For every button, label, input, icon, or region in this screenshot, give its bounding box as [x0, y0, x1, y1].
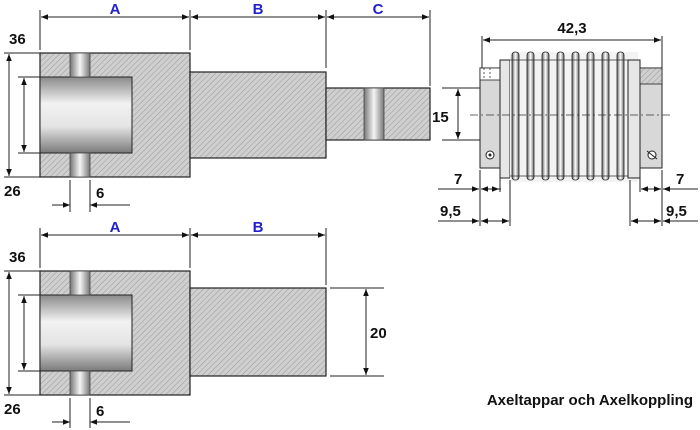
coupling-dim-length: 42,3	[557, 20, 586, 37]
coupling-bellows	[510, 51, 638, 182]
bottom-dim-tip: 20	[370, 325, 387, 342]
caption: Axeltappar och Axelkoppling	[487, 392, 693, 409]
coupling-right-inner: 7	[676, 171, 684, 188]
top-slot-lower	[69, 152, 91, 178]
top-mid-section	[189, 71, 327, 159]
top-label-c: C	[373, 1, 384, 18]
bottom-slot-lower	[69, 370, 91, 396]
bottom-dim-bore: 26	[4, 401, 21, 418]
top-dim-bore: 26	[4, 183, 21, 200]
bottom-label-b: B	[253, 219, 264, 236]
bottom-bore	[39, 294, 133, 372]
coupling-left-outer: 9,5	[440, 203, 461, 220]
top-dim-tip: 15	[432, 109, 449, 126]
bottom-dim-outer: 36	[9, 249, 26, 266]
bottom-dim-slot: 6	[96, 403, 104, 420]
coupling-right-outer: 9,5	[666, 203, 687, 220]
top-tip-groove	[363, 87, 385, 141]
top-dim-outer: 36	[9, 31, 26, 48]
top-bore	[39, 76, 133, 154]
shaft-coupling: 42,3	[438, 20, 698, 226]
bottom-slot-upper	[69, 270, 91, 296]
top-dim-slot: 6	[96, 185, 104, 202]
top-label-b: B	[253, 1, 264, 18]
top-label-a: A	[110, 1, 121, 18]
top-shaft: A B C 36 26 6 15	[4, 1, 510, 212]
bottom-tip	[189, 287, 327, 377]
top-slot-upper	[69, 52, 91, 78]
bottom-label-a: A	[110, 219, 121, 236]
coupling-left-inner: 7	[454, 171, 462, 188]
bottom-shaft: A B 36 26 6 20	[4, 219, 387, 428]
